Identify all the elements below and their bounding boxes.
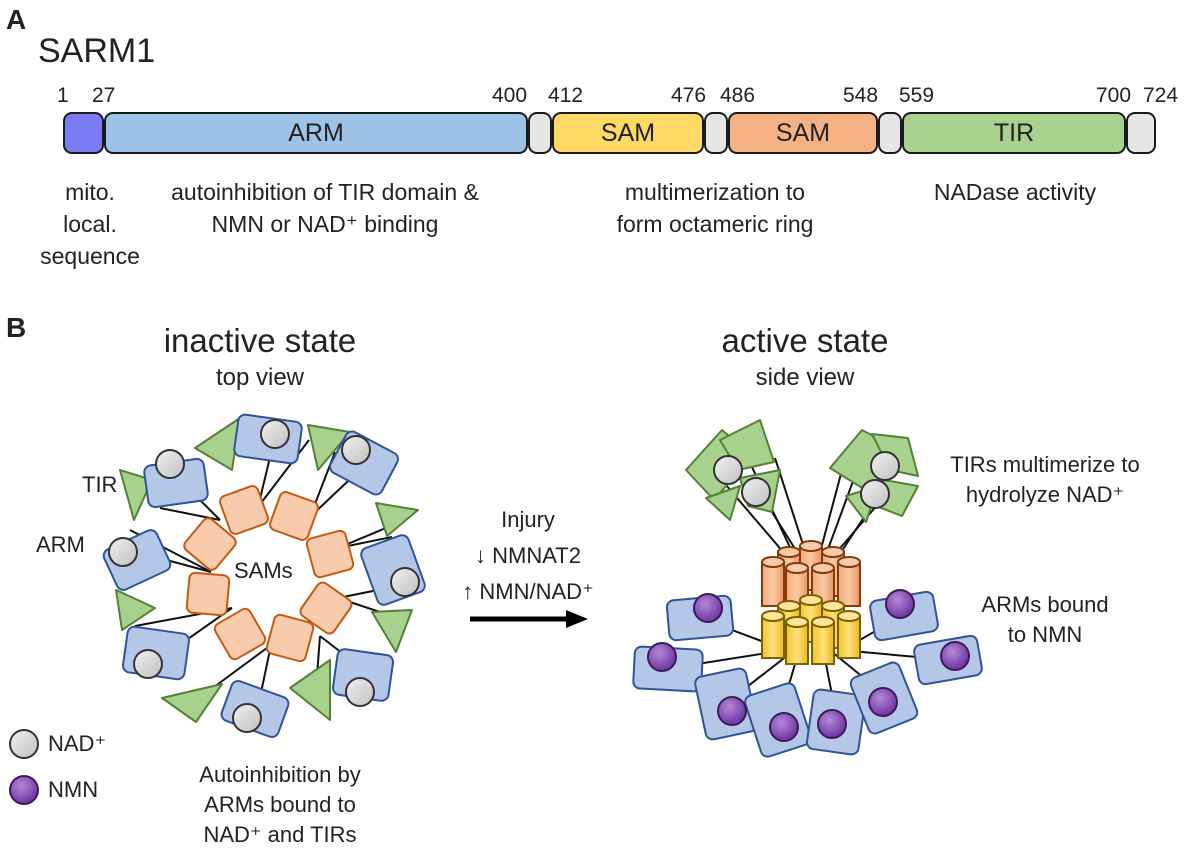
active-tir-nad [713, 451, 900, 509]
residue-486: 486 [720, 84, 756, 107]
active-nmn-circles [647, 589, 970, 742]
residue-476: 476 [671, 84, 707, 107]
inactive-arm-label: ARM [36, 532, 85, 557]
transition-line-3: ↑ NMN/NAD⁺ [462, 579, 594, 604]
tir-description: NADase activity [900, 176, 1130, 208]
residue-27: 27 [92, 84, 116, 107]
tir-desc-line-1: NADase activity [933, 179, 1097, 205]
inactive-caption-line-1: Autoinhibition by [199, 762, 361, 787]
linker-3 [878, 112, 902, 154]
inactive-sam-squares [183, 485, 355, 663]
protein-title: SARM1 [38, 32, 156, 70]
mito-desc-line-1: mito. [65, 179, 115, 205]
inactive-tir-triangles [115, 417, 419, 723]
transition-line-2: ↓ NMNAT2 [475, 543, 581, 568]
panel-a-letter: A [6, 4, 27, 35]
mito-domain [63, 112, 104, 154]
arm-desc-line-2: NMN or NAD⁺ binding [211, 211, 439, 237]
inactive-caption-line-3: NAD⁺ and TIRs [203, 822, 357, 847]
active-arms-label: ARMs bound to NMN [960, 590, 1130, 650]
residue-700: 700 [1096, 84, 1132, 107]
residue-412: 412 [548, 84, 584, 107]
active-tirs-label: TIRs multimerize to hydrolyze NAD⁺ [930, 450, 1160, 510]
mito-desc-line-2: local. [63, 211, 117, 237]
active-tirs-line-2: hydrolyze NAD⁺ [965, 482, 1125, 507]
panel-b-letter: B [6, 312, 27, 343]
active-tirs-line-1: TIRs multimerize to [950, 452, 1140, 477]
sam2-domain: SAM [728, 112, 878, 154]
transition-text: Injury ↓ NMNAT2 ↑ NMN/NAD⁺ [448, 502, 608, 610]
linker-1 [528, 112, 552, 154]
residue-548: 548 [843, 84, 879, 107]
arm-description: autoinhibition of TIR domain & NMN or NA… [135, 176, 515, 240]
linker-4 [1126, 112, 1156, 154]
transition-arrow [470, 610, 588, 628]
inactive-caption: Autoinhibition by ARMs bound to NAD⁺ and… [180, 760, 380, 850]
residue-400: 400 [492, 84, 528, 107]
residue-724: 724 [1143, 84, 1179, 107]
inactive-title: inactive state [163, 322, 357, 359]
linker-2 [704, 112, 728, 154]
inactive-sams-label: SAMs [234, 558, 293, 583]
inactive-subtitle: top view [215, 364, 305, 391]
residue-559: 559 [899, 84, 935, 107]
active-sam-yellow [761, 594, 861, 665]
transition-line-1: Injury [501, 507, 555, 532]
tir-domain: TIR [902, 112, 1126, 154]
sam-desc-line-1: multimerization to [624, 179, 806, 205]
residue-1: 1 [57, 84, 69, 107]
inactive-tir-label: TIR [82, 472, 118, 497]
active-arms-line-2: to NMN [1007, 622, 1083, 647]
inactive-nad-circles [108, 419, 420, 733]
legend-nmn-label: NMN [48, 777, 99, 802]
active-subtitle: side view [755, 364, 855, 391]
inactive-caption-line-2: ARMs bound to [204, 792, 356, 817]
active-title: active state [721, 322, 889, 359]
legend-nad-circle [9, 729, 39, 759]
legend-nad-label: NAD⁺ [48, 731, 107, 756]
mito-description: mito. local. sequence [30, 176, 150, 272]
legend-nmn-circle [9, 775, 39, 805]
mito-desc-line-3: sequence [40, 243, 140, 269]
sam-description: multimerization to form octameric ring [580, 176, 850, 240]
sam-desc-line-2: form octameric ring [616, 211, 814, 237]
arm-domain: ARM [104, 112, 528, 154]
arm-desc-line-1: autoinhibition of TIR domain & [171, 179, 479, 205]
active-arms-line-1: ARMs bound [981, 592, 1109, 617]
sam1-domain: SAM [552, 112, 704, 154]
